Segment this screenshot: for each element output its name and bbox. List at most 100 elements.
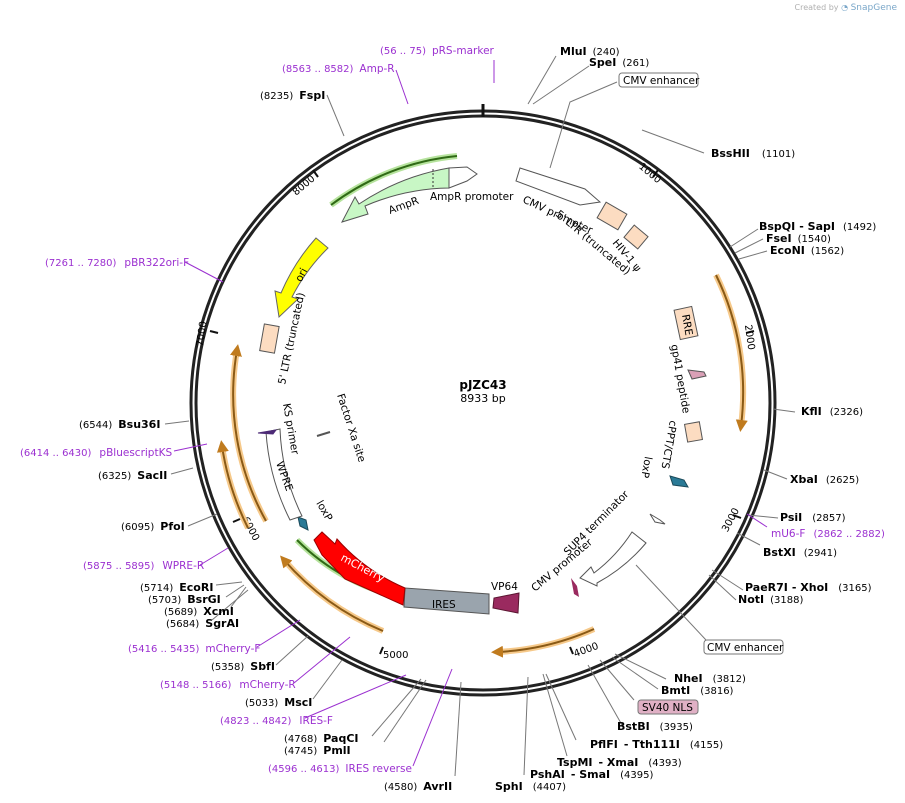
orange-arcs	[216, 153, 748, 658]
enzyme-tspmi: TspMI- XmaI(4393)	[557, 756, 682, 769]
tick-2000: 2000	[742, 324, 756, 351]
enzyme-labels: MluI(240) SpeI(261) BssHII(1101) BspQI- …	[79, 45, 876, 793]
enzyme-sphi: SphI(4407)	[495, 780, 566, 793]
enzyme-mlui: MluI(240)	[560, 45, 620, 58]
vp64-arrow	[492, 592, 520, 614]
primer-pbr322ori-f: (7261 .. 7280)pBR322ori-F	[45, 257, 189, 269]
enzyme-pfoi: (6095)PfoI	[121, 520, 185, 533]
ampr-promoter-label: AmpR promoter	[430, 191, 514, 203]
enzyme-pmli: (4745)PmlI	[284, 744, 351, 757]
cmv-enhancer-top-label: CMV enhancer	[623, 75, 700, 87]
cppt-label: cPPT/CTS	[659, 419, 679, 469]
cmv-promoter-bottom-arrow	[579, 531, 647, 587]
tick-5000: 5000	[383, 650, 408, 661]
cmv-enhancer-bottom-box: CMV enhancer	[703, 639, 784, 655]
tick-7000: 7000	[195, 321, 209, 348]
enzyme-paqci: (4768)PaqCI	[284, 732, 359, 745]
rre-label: RRE	[679, 313, 695, 336]
ampr-arrow	[341, 167, 450, 223]
gp41-label: gp41 peptide	[668, 343, 692, 414]
enzyme-xcmi: (5689)XcmI	[164, 605, 234, 618]
ltr-top-box	[596, 201, 628, 231]
ires-block	[403, 587, 490, 615]
gp41-arrow	[687, 369, 707, 380]
sv40-nls-label: SV40 NLS	[642, 702, 693, 714]
primer-labels: (56 .. 75)pRS-marker (8563 .. 8582)Amp-R…	[20, 45, 885, 775]
primer-leaders	[173, 60, 768, 767]
enzyme-fsei: FseI(1540)	[766, 232, 831, 245]
primer-pbluescriptks: (6414 .. 6430)pBluescriptKS	[20, 447, 172, 459]
enzyme-psii: PsiI(2857)	[780, 511, 846, 524]
loxp-left-arrow	[297, 516, 309, 531]
enzyme-pshai: PshAI- SmaI(4395)	[530, 768, 654, 781]
primer-mcherry-f: (5416 .. 5435)mCherry-F	[128, 643, 260, 655]
primer-prs-marker: (56 .. 75)pRS-marker	[380, 45, 495, 57]
cppt-box	[683, 421, 704, 443]
enzyme-sbfi: (5358)SbfI	[211, 660, 275, 673]
enzyme-bsu36i: (6544)Bsu36I	[79, 418, 160, 431]
enzyme-ecori: (5714)EcoRI	[140, 581, 213, 594]
ampr-promoter-arrow	[448, 166, 478, 189]
enzyme-nhei: NheI(3812)	[674, 672, 746, 685]
sup4-arrow	[649, 513, 666, 525]
plasmid-length: 8933 bp	[460, 392, 505, 405]
leader-lines	[164, 55, 796, 777]
cmv-promoter-bottom-label: CMV promoter	[529, 536, 595, 594]
hiv-psi-box	[623, 224, 649, 250]
rre-box	[673, 305, 699, 341]
cmv-enhancer-top-box: CMV enhancer	[618, 72, 700, 88]
tick-marks	[209, 169, 755, 655]
enzyme-avrii: (4580)AvrII	[384, 780, 452, 793]
arc-6200	[230, 349, 269, 523]
tick-4000: 4000	[572, 641, 600, 660]
enzyme-bspqi: BspQI- SapI(1492)	[759, 220, 876, 233]
enzyme-paer7i: PaeR7I- XhoI(3165)	[745, 581, 872, 594]
factor-xa-label: Factor Xa site	[334, 392, 367, 464]
enzyme-sgrai: (5684)SgrAI	[166, 617, 239, 630]
enzyme-bstbi: BstBI(3935)	[617, 720, 693, 733]
primer-mu6-f: mU6-F(2862 .. 2882)	[771, 528, 885, 540]
cmv-promoter-top-arrow	[515, 167, 602, 206]
enzyme-bsshii: BssHII(1101)	[711, 147, 795, 160]
enzyme-noti: NotI(3188)	[738, 593, 803, 606]
loxp-left-label: loxP	[313, 499, 334, 524]
enzyme-bstxi: BstXI(2941)	[763, 546, 837, 559]
tick-3000: 3000	[720, 506, 742, 534]
snapgene-logo-icon: ◔	[841, 3, 849, 12]
enzyme-spei: SpeI(261)	[589, 56, 649, 69]
wpre-arc	[265, 428, 303, 521]
primer-amp-r: (8563 .. 8582)Amp-R	[282, 63, 395, 75]
loxp-right-label: loxP	[638, 455, 654, 478]
vp64-label: VP64	[491, 581, 518, 593]
enzyme-econi: EcoNI(1562)	[770, 244, 844, 257]
ampr-label: AmpR	[387, 195, 421, 217]
enzyme-kfli: KflI(2326)	[801, 405, 863, 418]
small-dark-feature	[571, 578, 579, 597]
enzyme-xbai: XbaI(2625)	[790, 473, 859, 486]
enzyme-bsrgi: (5703)BsrGI	[148, 593, 221, 606]
enzyme-msci: (5033)MscI	[245, 696, 312, 709]
sv40-nls-box: SV40 NLS	[637, 699, 699, 715]
credit-brand: SnapGene	[850, 3, 897, 13]
primer-ires-f: (4823 .. 4842)IRES-F	[220, 715, 333, 727]
ks-primer-label: KS primer	[280, 402, 301, 456]
ori-arrow	[274, 237, 329, 319]
factor-xa-mark	[316, 431, 331, 437]
arc-2000	[713, 273, 747, 427]
enzyme-pflfi: PflFI- Tth111I(4155)	[590, 738, 723, 751]
enzyme-bmti: BmtI(3816)	[661, 684, 734, 697]
enzyme-sacii: (6325)SacII	[98, 469, 167, 482]
plasmid-name: pJZC43	[459, 378, 506, 392]
credit-prefix: Created by	[794, 3, 839, 12]
primer-mcherry-r: (5148 .. 5166)mCherry-R	[160, 679, 296, 691]
snapgene-credit: Created by ◔ SnapGene	[795, 3, 898, 13]
ltr-left-box	[259, 323, 280, 354]
primer-ires-reverse: (4596 .. 4613)IRES reverse	[268, 763, 412, 775]
ori-label: ori	[293, 266, 310, 284]
primer-wpre-r: (5875 .. 5895)WPRE-R	[83, 560, 204, 572]
ires-label: IRES	[432, 599, 456, 611]
loxp-right-arrow	[669, 475, 689, 488]
ks-primer-arrow	[257, 429, 278, 435]
enzyme-fspi: (8235)FspI	[260, 89, 325, 102]
